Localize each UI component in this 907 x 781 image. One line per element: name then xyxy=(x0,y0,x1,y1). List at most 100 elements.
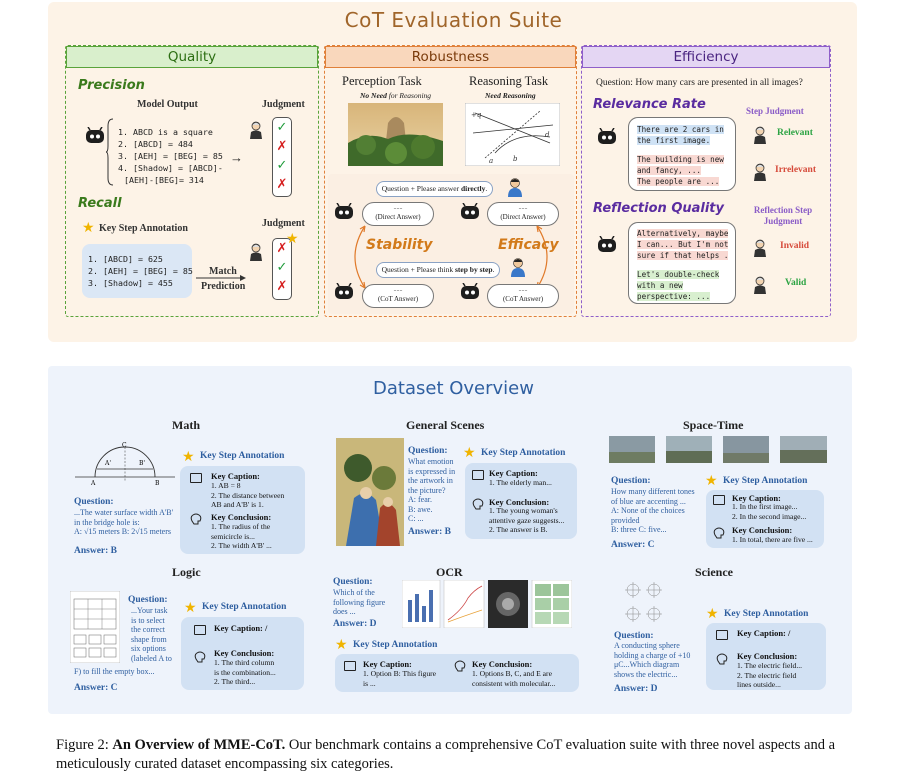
science-question-label: Question: xyxy=(614,631,654,641)
logic-annotation-box xyxy=(181,617,304,690)
judge-icon xyxy=(754,126,766,144)
brain-icon xyxy=(713,527,725,539)
judgment-mark: ✗ xyxy=(276,177,288,192)
caption-text: Our benchmark contains a comprehensive C… xyxy=(56,737,836,772)
model-output-list: 1. ABCD is a square 2. [ABCD] = 484 3. [… xyxy=(118,126,223,186)
spacetime-conclusion: 1. In total, there are five ... xyxy=(732,535,813,544)
math-question: ...The water surface width A'B' in the b… xyxy=(74,508,174,536)
direct-answer-bubble-perception: ...... (Direct Answer) xyxy=(362,202,434,226)
perception-image xyxy=(348,103,443,166)
ocr-key-step-annotation: Key Step Annotation xyxy=(353,640,438,650)
logic-key-step-annotation: Key Step Annotation xyxy=(202,602,287,612)
model-output-line: 3. [AEH] = [BEG] = 85 xyxy=(118,151,223,161)
judge-icon xyxy=(754,276,766,294)
user-icon xyxy=(508,178,522,197)
svg-text:B': B' xyxy=(139,460,145,467)
image-icon xyxy=(344,661,356,671)
science-caption-title: Key Caption: / xyxy=(737,628,791,638)
user-icon xyxy=(511,258,525,277)
judge-icon xyxy=(754,163,766,181)
recall-list: 1. [ABCD] = 625 2. [AEH] = [BEG] = 85 3.… xyxy=(88,253,193,289)
svg-text:+q: +q xyxy=(471,111,482,119)
judgment-mark: ✓ xyxy=(276,260,288,275)
ocr-figure-strip xyxy=(402,580,572,628)
general-caption-title: Key Caption: xyxy=(489,468,538,478)
general-key-step-annotation: Key Step Annotation xyxy=(481,448,566,458)
svg-text:A: A xyxy=(90,480,96,487)
brain-icon xyxy=(190,513,202,525)
judge-icon xyxy=(250,243,262,261)
model-output-line: 4. [Shadow] = [ABCD]- xyxy=(118,163,223,173)
cot-answer-bubble-perception: ...... (CoT Answer) xyxy=(362,284,434,308)
model-output-line: 1. ABCD is a square xyxy=(118,127,213,137)
robot-icon xyxy=(461,203,479,219)
relevance-rate-title: Relevance Rate xyxy=(593,97,706,112)
math-annotation-box xyxy=(180,466,305,554)
stability-label: Stability xyxy=(366,237,433,253)
cot-answer-bubble-reasoning: ...... (CoT Answer) xyxy=(487,284,559,308)
reasoning-task-label: Reasoning Task xyxy=(469,74,549,88)
efficiency-question: Question: How many cars are presented in… xyxy=(596,78,803,88)
perception-subtitle: No Need for Reasoning xyxy=(360,91,432,100)
svg-text:B: B xyxy=(155,480,160,487)
robot-icon xyxy=(598,128,616,144)
star-icon: ★ xyxy=(335,637,348,653)
category-general-scenes: General Scenes xyxy=(406,418,485,432)
step-judgment-label: Step Judgment xyxy=(746,106,804,116)
model-output-line: [AEH]-[BEG]= 314 xyxy=(124,175,204,185)
general-caption: 1. The elderly man... xyxy=(489,478,552,487)
logic-caption-title: Key Caption: / xyxy=(214,623,268,633)
reflection-step-judgment-label: Reflection Step Judgment xyxy=(753,205,813,226)
logic-question-label: Question: xyxy=(128,595,168,605)
arrow-icon xyxy=(196,275,246,281)
precision-judgment-column: ✓ ✗ ✓ ✗ xyxy=(272,117,292,197)
step-prompt-pill: Question + Please think step by step. xyxy=(376,262,500,278)
ocr-caption-title: Key Caption: xyxy=(363,659,412,669)
relevance-text-irrelevant: The building is new and fancy, ... The p… xyxy=(637,155,724,186)
dataset-title: Dataset Overview xyxy=(373,378,534,399)
math-caption-title: Key Caption: xyxy=(211,471,260,481)
science-conclusion-title: Key Conclusion: xyxy=(737,651,798,661)
brain-icon xyxy=(454,660,466,672)
svg-text:d: d xyxy=(545,131,550,139)
robustness-box xyxy=(324,45,577,317)
judgment-label: Judgment xyxy=(262,99,305,110)
recall-judgment-column: ✗ ✓ ✗ xyxy=(272,238,292,300)
svg-text:A': A' xyxy=(104,460,111,467)
image-icon xyxy=(194,625,206,635)
recall-annotation-box xyxy=(82,244,192,298)
efficacy-label: Efficacy xyxy=(498,237,559,253)
quality-header: Quality xyxy=(66,46,318,68)
invalid-label: Invalid xyxy=(780,241,810,251)
relevance-text-relevant: There are 2 cars in the first image. xyxy=(637,125,724,145)
spacetime-answer: Answer: C xyxy=(611,540,655,550)
logic-conclusion-title: Key Conclusion: xyxy=(214,648,275,658)
robot-icon xyxy=(598,236,616,252)
star-icon: ★ xyxy=(706,606,719,622)
science-answer: Answer: D xyxy=(614,684,658,694)
direct-answer-bubble-reasoning: ...... (Direct Answer) xyxy=(487,202,559,226)
judge-icon xyxy=(250,121,262,139)
spacetime-conclusion-title: Key Conclusion: xyxy=(732,525,793,535)
ocr-question-label: Question: xyxy=(333,577,373,587)
match-label: Match xyxy=(209,266,237,277)
relevant-label: Relevant xyxy=(777,128,813,138)
efficiency-box xyxy=(581,45,831,317)
reflection-text-invalid: Alternatively, maybe I can... But I'm no… xyxy=(637,229,729,260)
brace-icon xyxy=(106,118,114,186)
comparison-arrows xyxy=(354,225,548,289)
star-icon: ★ xyxy=(463,445,476,461)
ocr-answer: Answer: D xyxy=(333,619,377,629)
direct-prompt-pill: Question + Please answer directly. xyxy=(376,181,493,197)
math-key-step-annotation: Key Step Annotation xyxy=(200,451,285,461)
robustness-header: Robustness xyxy=(325,46,576,68)
math-figure: A' B' A B C xyxy=(75,442,175,487)
brain-icon xyxy=(716,653,728,665)
arrow-icon: → xyxy=(230,150,243,165)
